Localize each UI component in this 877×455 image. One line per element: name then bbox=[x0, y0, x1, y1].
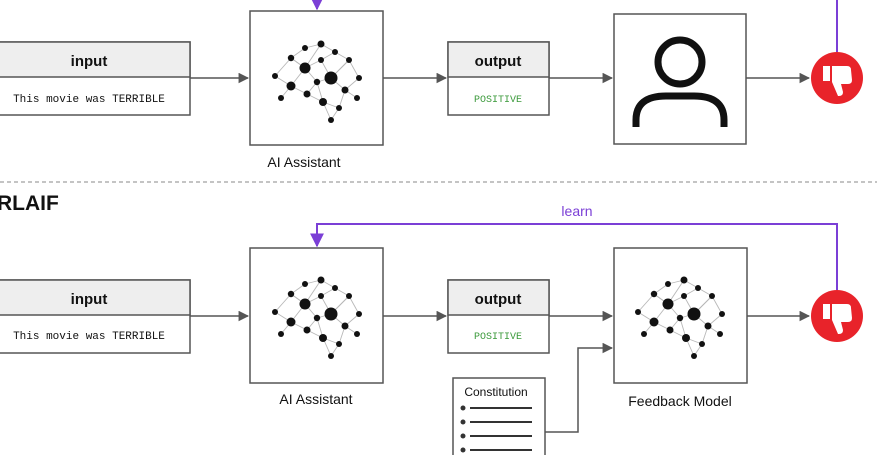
bottom-row: learn input This movie was TERRIBLE AI A… bbox=[0, 203, 863, 455]
bottom-output-text: POSITIVE bbox=[474, 332, 522, 343]
top-output-text: POSITIVE bbox=[474, 95, 522, 106]
feedback-model-label: Feedback Model bbox=[628, 393, 732, 409]
person-icon bbox=[632, 36, 728, 127]
feedback-model-box bbox=[613, 247, 748, 384]
top-output-title: output bbox=[475, 53, 522, 70]
bottom-input-box: input This movie was TERRIBLE bbox=[0, 279, 191, 354]
thumbs-down-icon bbox=[811, 52, 863, 104]
bottom-input-title: input bbox=[71, 291, 108, 308]
bottom-output-title: output bbox=[475, 291, 522, 308]
section-title: RLAIF bbox=[0, 192, 59, 215]
constitution-label: Constitution bbox=[464, 385, 527, 399]
top-input-title: input bbox=[71, 53, 108, 70]
document-lines-icon bbox=[460, 405, 532, 453]
top-ai-assistant-box bbox=[249, 10, 384, 146]
learn-arrow bbox=[310, 223, 838, 290]
bottom-output-box: output POSITIVE bbox=[447, 279, 550, 354]
thumbs-down-icon bbox=[811, 290, 863, 342]
top-input-text: This movie was TERRIBLE bbox=[13, 94, 165, 106]
learn-label: learn bbox=[561, 203, 592, 219]
bottom-input-text: This movie was TERRIBLE bbox=[13, 331, 165, 343]
constitution-document: Constitution bbox=[452, 377, 546, 455]
top-human-box bbox=[613, 13, 747, 145]
bottom-ai-assistant-box bbox=[249, 247, 384, 384]
top-input-box: input This movie was TERRIBLE bbox=[0, 41, 191, 116]
bottom-assistant-label: AI Assistant bbox=[279, 391, 352, 407]
top-row: input This movie was TERRIBLE AI Assista… bbox=[0, 0, 863, 170]
top-assistant-label: AI Assistant bbox=[267, 154, 340, 170]
constitution-arrow bbox=[545, 342, 614, 433]
top-output-box: output POSITIVE bbox=[447, 41, 550, 116]
